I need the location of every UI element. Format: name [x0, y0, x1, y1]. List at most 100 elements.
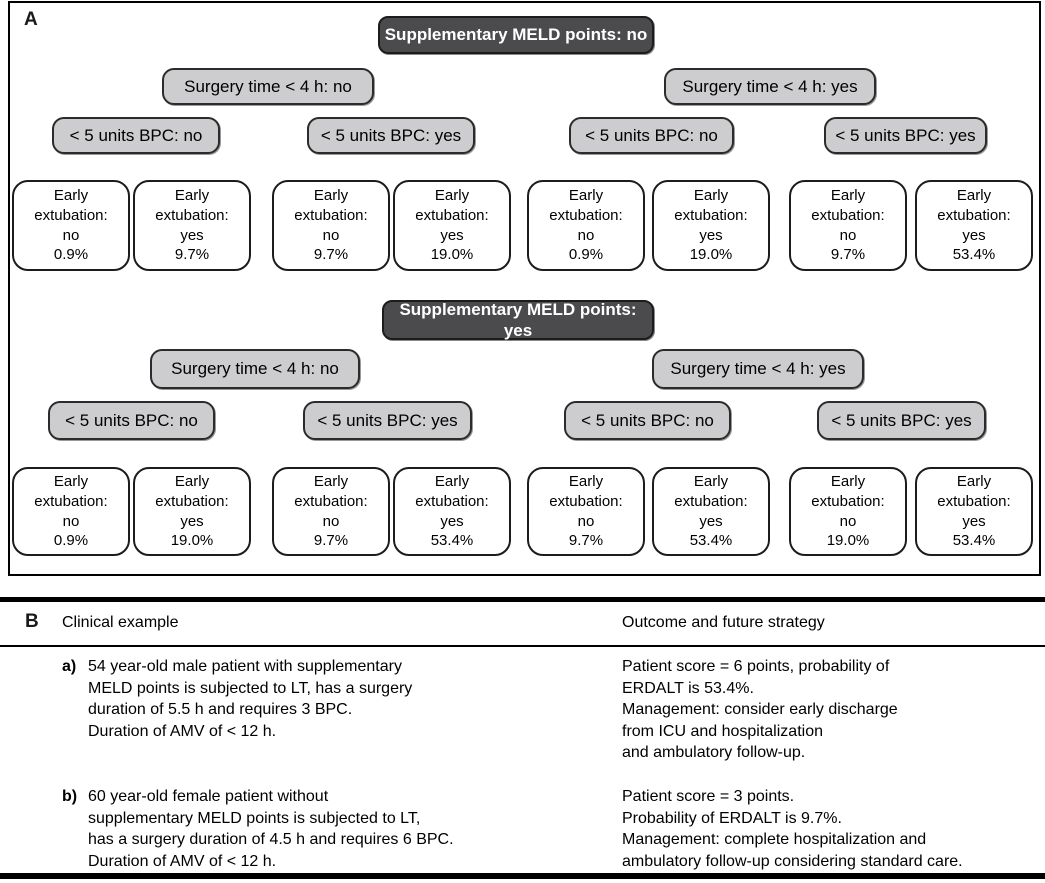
- text-line: ERDALT is 53.4%.: [622, 679, 754, 697]
- leaf-label: Early extubation:: [155, 186, 229, 224]
- text-line: ambulatory follow-up considering standar…: [622, 852, 963, 870]
- leaf-node: Early extubation: no 19.0%: [789, 467, 907, 556]
- table-header-rule: [0, 645, 1045, 647]
- leaf-value: 9.7%: [174, 246, 210, 264]
- leaf-value: 9.7%: [568, 532, 604, 550]
- table-row-b-example: b) 60 year-old female patient without su…: [62, 786, 454, 872]
- bpc-node: < 5 units BPC: no: [48, 401, 215, 440]
- leaf-label: Early extubation:: [937, 186, 1011, 224]
- leaf-label: Early extubation:: [937, 472, 1011, 510]
- surgery-node: Surgery time < 4 h: no: [150, 349, 360, 389]
- leaf-value: 53.4%: [952, 246, 996, 264]
- leaf-value: 0.9%: [53, 532, 89, 550]
- text-line: Management: complete hospitalization and: [622, 831, 927, 849]
- leaf-label: Early extubation:: [674, 472, 748, 510]
- bpc-node: < 5 units BPC: yes: [307, 117, 475, 154]
- leaf-label: Early extubation:: [415, 472, 489, 510]
- leaf-value: 19.0%: [170, 532, 214, 550]
- column-header-clinical-example: Clinical example: [62, 614, 179, 631]
- leaf-value: 9.7%: [313, 246, 349, 264]
- leaf-node: Early extubation: no 9.7%: [789, 180, 907, 271]
- row-marker: a): [62, 658, 77, 675]
- leaf-answer: no: [62, 512, 80, 530]
- panel-a-decision-trees: A Supplementary MELD points: no Surgery …: [8, 1, 1041, 576]
- text-line: and ambulatory follow-up.: [622, 744, 806, 762]
- leaf-answer: no: [839, 226, 857, 244]
- leaf-node: Early extubation: yes 19.0%: [652, 180, 770, 271]
- leaf-node: Early extubation: yes 53.4%: [652, 467, 770, 556]
- leaf-node: Early extubation: yes 53.4%: [393, 467, 511, 556]
- leaf-node: Early extubation: yes 19.0%: [133, 467, 251, 556]
- text-line: 60 year-old female patient without: [88, 788, 329, 805]
- leaf-node: Early extubation: yes 53.4%: [915, 467, 1033, 556]
- leaf-node: Early extubation: no 0.9%: [12, 180, 130, 271]
- leaf-answer: no: [839, 512, 857, 530]
- table-row-a-example: a) 54 year-old male patient with supplem…: [62, 656, 412, 742]
- leaf-label: Early extubation:: [549, 472, 623, 510]
- table-top-rule: [0, 597, 1045, 602]
- leaf-label: Early extubation:: [549, 186, 623, 224]
- example-text: 60 year-old female patient without suppl…: [88, 786, 454, 872]
- leaf-answer: yes: [180, 226, 204, 244]
- column-header-outcome: Outcome and future strategy: [622, 614, 825, 631]
- leaf-label: Early extubation:: [34, 472, 108, 510]
- leaf-answer: no: [322, 512, 340, 530]
- text-line: MELD points is subjected to LT, has a su…: [88, 679, 413, 697]
- surgery-node: Surgery time < 4 h: yes: [652, 349, 864, 389]
- text-line: from ICU and hospitalization: [622, 722, 823, 740]
- leaf-answer: no: [577, 512, 595, 530]
- leaf-node: Early extubation: no 0.9%: [12, 467, 130, 556]
- panel-a-label: A: [24, 9, 38, 30]
- leaf-value: 9.7%: [830, 246, 866, 264]
- text-line: duration of 5.5 h and requires 3 BPC.: [88, 701, 353, 719]
- leaf-node: Early extubation: no 9.7%: [272, 467, 390, 556]
- leaf-value: 53.4%: [689, 532, 733, 550]
- leaf-answer: yes: [962, 512, 986, 530]
- bpc-node: < 5 units BPC: yes: [824, 117, 987, 154]
- text-line: Patient score = 3 points.: [622, 788, 795, 805]
- table-row-a-outcome: Patient score = 6 points, probability of…: [622, 656, 898, 764]
- leaf-node: Early extubation: no 9.7%: [527, 467, 645, 556]
- row-marker: b): [62, 788, 78, 805]
- text-line: Probability of ERDALT is 9.7%.: [622, 809, 842, 827]
- leaf-value: 53.4%: [430, 532, 474, 550]
- leaf-label: Early extubation:: [674, 186, 748, 224]
- text-line: Management: consider early discharge: [622, 701, 898, 719]
- leaf-node: Early extubation: yes 53.4%: [915, 180, 1033, 271]
- leaf-answer: yes: [440, 226, 464, 244]
- bpc-node: < 5 units BPC: no: [564, 401, 731, 440]
- panel-b-label: B: [25, 611, 39, 632]
- surgery-node: Surgery time < 4 h: no: [162, 68, 374, 105]
- leaf-answer: yes: [962, 226, 986, 244]
- leaf-value: 53.4%: [952, 532, 996, 550]
- text-line: Patient score = 6 points, probability of: [622, 658, 890, 675]
- leaf-answer: yes: [699, 512, 723, 530]
- text-line: has a surgery duration of 4.5 h and requ…: [88, 831, 454, 849]
- leaf-label: Early extubation:: [155, 472, 229, 510]
- bpc-node: < 5 units BPC: yes: [817, 401, 986, 440]
- text-line: 54 year-old male patient with supplement…: [88, 658, 402, 675]
- leaf-value: 19.0%: [430, 246, 474, 264]
- leaf-node: Early extubation: yes 9.7%: [133, 180, 251, 271]
- leaf-value: 19.0%: [689, 246, 733, 264]
- surgery-node: Surgery time < 4 h: yes: [664, 68, 876, 105]
- leaf-answer: yes: [699, 226, 723, 244]
- leaf-value: 9.7%: [313, 532, 349, 550]
- leaf-label: Early extubation:: [811, 186, 885, 224]
- leaf-answer: no: [62, 226, 80, 244]
- leaf-label: Early extubation:: [811, 472, 885, 510]
- bpc-node: < 5 units BPC: yes: [303, 401, 472, 440]
- leaf-node: Early extubation: no 0.9%: [527, 180, 645, 271]
- text-line: Duration of AMV of < 12 h.: [88, 722, 277, 740]
- leaf-node: Early extubation: yes 19.0%: [393, 180, 511, 271]
- leaf-label: Early extubation:: [415, 186, 489, 224]
- meld-root-node-yes: Supplementary MELD points: yes: [382, 300, 654, 340]
- leaf-answer: no: [322, 226, 340, 244]
- leaf-answer: yes: [180, 512, 204, 530]
- table-row-b-outcome: Patient score = 3 points. Probability of…: [622, 786, 963, 872]
- leaf-answer: no: [577, 226, 595, 244]
- leaf-label: Early extubation:: [294, 186, 368, 224]
- bpc-node: < 5 units BPC: no: [569, 117, 734, 154]
- leaf-answer: yes: [440, 512, 464, 530]
